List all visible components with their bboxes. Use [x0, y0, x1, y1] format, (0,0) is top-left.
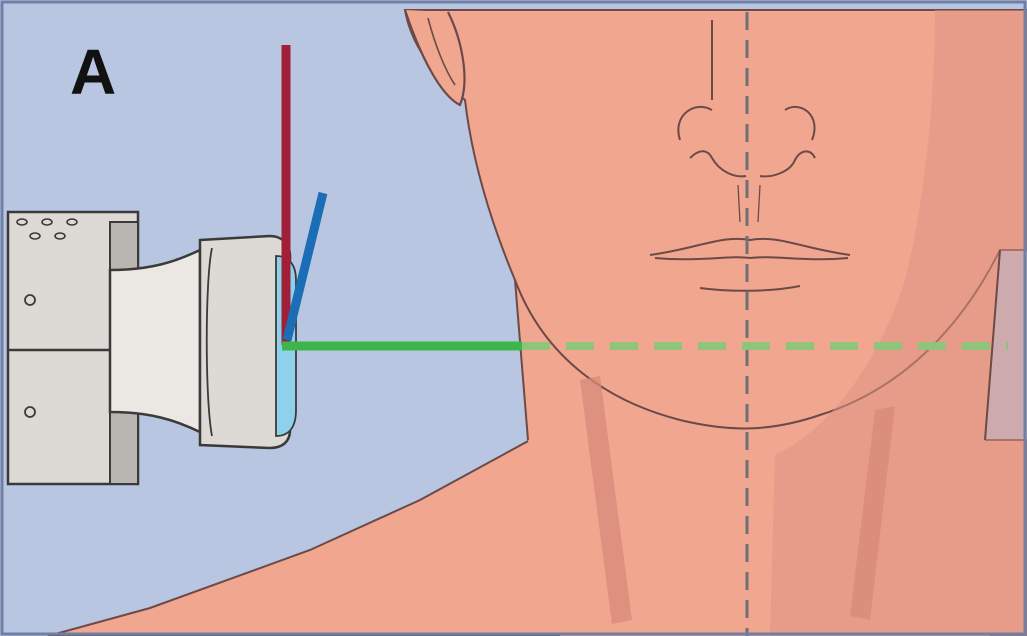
- panel-label: A: [70, 40, 116, 104]
- probe-neck: [110, 250, 200, 432]
